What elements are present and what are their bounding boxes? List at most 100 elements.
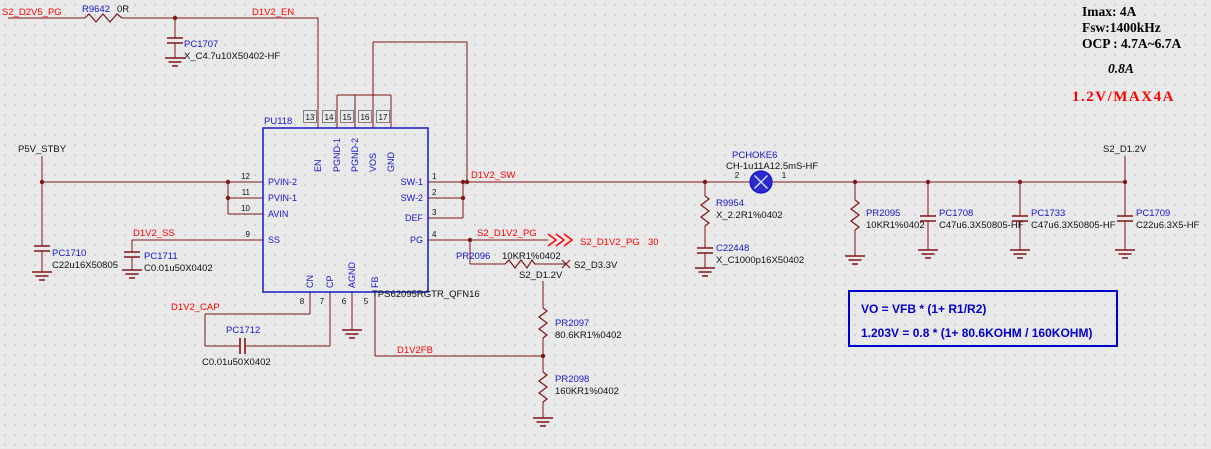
net-label-s2-d1v2-pg[interactable]: S2_D1V2_PG xyxy=(477,228,537,239)
resistor-pr2097[interactable]: PR2097 80.6KR1%0402 xyxy=(538,307,622,341)
pc1711-ref: PC1711 xyxy=(144,251,178,262)
offpage-connector-icon[interactable] xyxy=(547,233,574,247)
pchoke6-ref: PCHOKE6 xyxy=(732,150,777,161)
pin-number: 16 xyxy=(361,113,370,122)
inductor-pchoke6[interactable]: PCHOKE6 CH-1u11A12.5mS-HF 2 1 xyxy=(726,150,818,194)
pin-name: AGND xyxy=(347,261,357,288)
note-fsw: Fsw:1400kHz xyxy=(1082,20,1161,35)
net-label-d1v2fb[interactable]: D1V2FB xyxy=(397,345,433,356)
pin-name: AVIN xyxy=(268,209,288,219)
net-label-p5v-stby[interactable]: P5V_STBY xyxy=(18,144,67,155)
formula-box: VO = VFB * (1+ R1/R2) 1.203V = 0.8 * (1+… xyxy=(848,290,1118,347)
c22448-value: X_C1000p16X50402 xyxy=(716,255,804,266)
pin-number: 8 xyxy=(300,297,305,306)
note-inductor-current: 0.8A xyxy=(1108,61,1134,76)
net-stub-x-icon xyxy=(561,259,571,269)
pr2096-ref: PR2096 xyxy=(456,251,490,262)
capacitor-pc1733[interactable]: PC1733 C47u6.3X50805-HF xyxy=(1012,208,1116,231)
capacitor-pc1710[interactable]: PC1710 C22u16X50805 xyxy=(34,245,118,271)
pin-name: VOS xyxy=(368,153,378,172)
net-label-s2-d1v2-fb-tap[interactable]: S2_D1.2V xyxy=(519,270,563,281)
formula-line1: VO = VFB * (1+ R1/R2) xyxy=(861,302,986,316)
r9642-value: 0R xyxy=(117,4,129,15)
net-label-d1v2-en[interactable]: D1V2_EN xyxy=(252,7,294,18)
resistor-symbol xyxy=(538,307,548,339)
pc1712-ref: PC1712 xyxy=(226,325,260,336)
pin-name: EN xyxy=(313,159,323,172)
resistor-pr2096[interactable]: PR2096 10KR1%0402 xyxy=(456,251,561,270)
pin-number: 7 xyxy=(320,297,325,306)
net-label-s2-d3v3[interactable]: S2_D3.3V xyxy=(574,260,618,271)
capacitor-pc1712[interactable]: PC1712 C0.01u50X0402 xyxy=(202,325,271,368)
pin-name: PVIN-2 xyxy=(268,177,297,187)
net-label-s2-d1v2-out[interactable]: S2_D1.2V xyxy=(1103,144,1147,155)
pr2095-value: 10KR1%0402 xyxy=(866,220,925,231)
offpage-page-number[interactable]: 30 xyxy=(648,237,659,248)
capacitor-symbol xyxy=(920,215,936,222)
pin-number: 12 xyxy=(241,172,250,181)
capacitor-c22448[interactable]: C22448 X_C1000p16X50402 xyxy=(697,243,804,266)
resistor-pr2095[interactable]: PR2095 10KR1%0402 xyxy=(850,199,925,231)
ic-pu118[interactable]: PU118 TPS62095RGTR_QFN16 PVIN-2 PVIN-1 A… xyxy=(241,110,480,307)
pc1712-value: C0.01u50X0402 xyxy=(202,357,271,368)
pr2097-ref: PR2097 xyxy=(555,318,589,329)
pin-name: GND xyxy=(386,152,396,173)
resistor-r9954[interactable]: R9954 X_2.2R1%0402 xyxy=(700,195,783,227)
capacitor-symbol xyxy=(697,247,713,254)
pc1733-value: C47u6.3X50805-HF xyxy=(1031,220,1116,231)
pc1707-value: X_C4.7u10X50402-HF xyxy=(184,51,280,62)
pc1709-ref: PC1709 xyxy=(1136,208,1170,219)
resistor-symbol xyxy=(700,195,710,227)
capacitor-pc1711[interactable]: PC1711 C0.01u50X0402 xyxy=(124,251,213,274)
pin-name: CP xyxy=(325,275,335,288)
formula-box-border xyxy=(848,290,1118,347)
pin-number: 2 xyxy=(432,188,437,197)
capacitor-pc1707[interactable]: PC1707 X_C4.7u10X50402-HF xyxy=(167,37,280,62)
pin-number: 13 xyxy=(306,113,315,122)
pr2098-ref: PR2098 xyxy=(555,374,589,385)
resistor-symbol xyxy=(84,13,123,23)
pin-number: 6 xyxy=(342,297,347,306)
net-label-d1v2-sw[interactable]: D1V2_SW xyxy=(471,170,515,181)
capacitor-pc1708[interactable]: PC1708 C47u6.3X50805-HF xyxy=(920,208,1024,231)
net-label-s2-d2v5-pg[interactable]: S2_D2V5_PG xyxy=(2,7,62,18)
pin-number: 5 xyxy=(364,297,369,306)
pc1709-value: C22u6.3X5-HF xyxy=(1136,220,1200,231)
pin-name: PGND-2 xyxy=(350,138,360,172)
pin-number: 4 xyxy=(432,230,437,239)
rail-title: 1.2V/MAX4A xyxy=(1072,89,1175,105)
capacitor-pc1709[interactable]: PC1709 C22u6.3X5-HF xyxy=(1117,208,1200,231)
ic-body[interactable] xyxy=(262,127,429,293)
pc1733-ref: PC1733 xyxy=(1031,208,1065,219)
resistor-r9642[interactable]: R9642 0R xyxy=(82,4,129,23)
pin-name: SW-1 xyxy=(401,177,423,187)
pc1710-value: C22u16X50805 xyxy=(52,260,118,271)
pin-number: 14 xyxy=(325,113,334,122)
resistor-symbol xyxy=(538,371,548,403)
junction-dots xyxy=(39,15,1128,359)
pin-number: 1 xyxy=(432,172,437,181)
capacitor-symbol xyxy=(239,338,246,354)
pin-number: 3 xyxy=(432,208,437,217)
net-label-d1v2-cap[interactable]: D1V2_CAP xyxy=(171,302,220,313)
pin-number: 17 xyxy=(379,113,388,122)
capacitor-symbol xyxy=(124,251,140,258)
resistor-pr2098[interactable]: PR2098 160KR1%0402 xyxy=(538,371,619,403)
pin-number: 2 xyxy=(735,171,740,180)
net-label-d1v2-ss[interactable]: D1V2_SS xyxy=(133,228,175,239)
r9954-ref: R9954 xyxy=(716,198,744,209)
pin-name: SS xyxy=(268,235,280,245)
pc1710-ref: PC1710 xyxy=(52,248,86,259)
pc1711-value: C0.01u50X0402 xyxy=(144,263,213,274)
resistor-symbol xyxy=(504,258,536,270)
pin-number: 15 xyxy=(343,113,352,122)
capacitor-symbol xyxy=(34,245,50,252)
r9954-value: X_2.2R1%0402 xyxy=(716,210,783,221)
choke-x-icon xyxy=(753,174,769,190)
pin-number: 9 xyxy=(246,230,251,239)
pin-name: PG xyxy=(410,235,423,245)
offpage-net-label[interactable]: S2_D1V2_PG xyxy=(580,237,640,248)
pin-name: DEF xyxy=(405,213,424,223)
pin-name: PGND-1 xyxy=(332,138,342,172)
